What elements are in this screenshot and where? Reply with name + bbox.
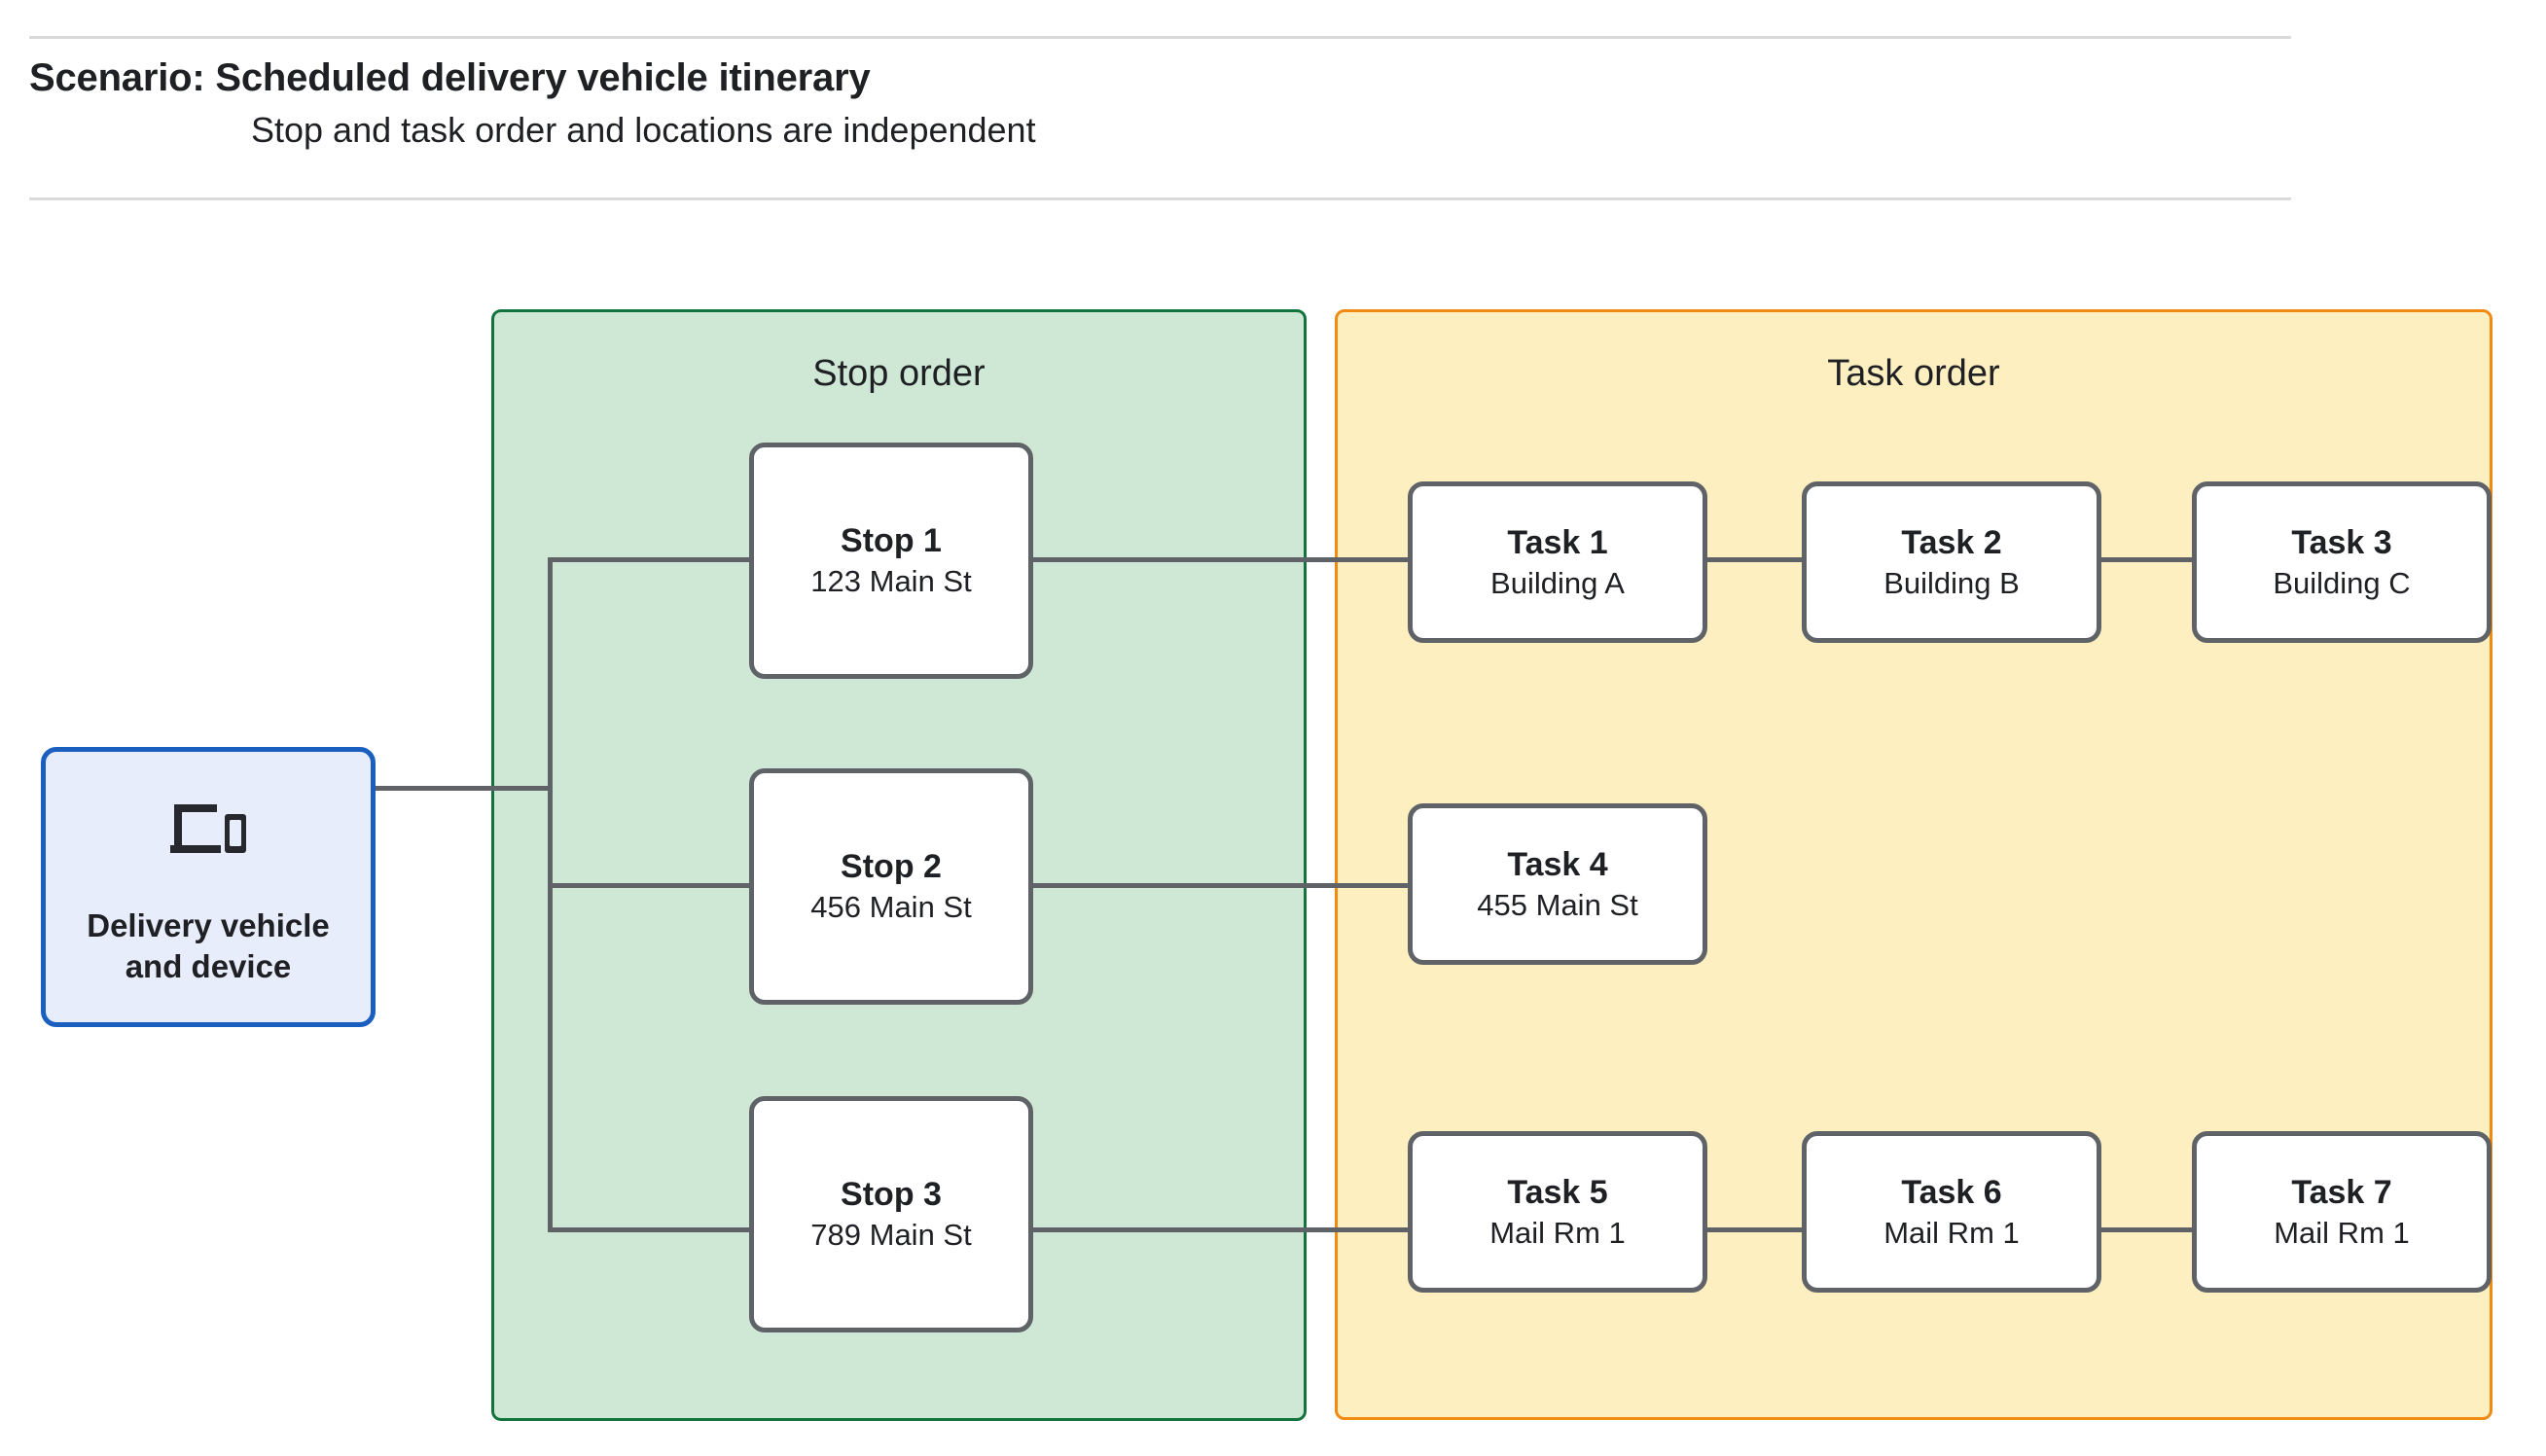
connector-trunk-to-stop-1 bbox=[548, 557, 754, 562]
node-stop-1[interactable]: Stop 1 123 Main St bbox=[749, 443, 1033, 679]
connector-trunk-to-stop-2 bbox=[548, 883, 754, 888]
connector-stop-3-to-task-5 bbox=[1028, 1227, 1413, 1232]
node-task-3[interactable]: Task 3 Building C bbox=[2192, 481, 2492, 643]
node-task-6-title: Task 6 bbox=[1901, 1173, 2002, 1211]
node-stop-2[interactable]: Stop 2 456 Main St bbox=[749, 768, 1033, 1005]
vehicle-label-line-2: and device bbox=[125, 948, 292, 985]
node-task-6[interactable]: Task 6 Mail Rm 1 bbox=[1802, 1131, 2101, 1293]
node-task-1[interactable]: Task 1 Building A bbox=[1408, 481, 1707, 643]
node-task-2[interactable]: Task 2 Building B bbox=[1802, 481, 2101, 643]
connector-trunk-to-stop-3 bbox=[548, 1227, 754, 1232]
node-task-7-title: Task 7 bbox=[2291, 1173, 2392, 1211]
node-task-2-title: Task 2 bbox=[1901, 523, 2002, 561]
connector-task-2-to-task-3 bbox=[2097, 557, 2197, 562]
vehicle-label-line-1: Delivery vehicle bbox=[87, 907, 330, 943]
node-stop-3[interactable]: Stop 3 789 Main St bbox=[749, 1096, 1033, 1332]
node-task-1-title: Task 1 bbox=[1507, 523, 1608, 561]
node-task-3-title: Task 3 bbox=[2291, 523, 2392, 561]
node-stop-2-address: 456 Main St bbox=[810, 890, 972, 925]
node-task-5-location: Mail Rm 1 bbox=[1489, 1215, 1626, 1250]
node-task-3-location: Building C bbox=[2273, 565, 2411, 600]
header-rule-bottom bbox=[29, 197, 2291, 200]
node-task-6-location: Mail Rm 1 bbox=[1883, 1215, 2020, 1250]
connector-stop-1-to-task-1 bbox=[1028, 557, 1413, 562]
node-stop-2-title: Stop 2 bbox=[841, 848, 942, 886]
node-task-5[interactable]: Task 5 Mail Rm 1 bbox=[1408, 1131, 1707, 1293]
connector-task-1-to-task-2 bbox=[1703, 557, 1807, 562]
node-stop-1-title: Stop 1 bbox=[841, 522, 942, 560]
node-stop-3-title: Stop 3 bbox=[841, 1176, 942, 1214]
node-task-4[interactable]: Task 4 455 Main St bbox=[1408, 803, 1707, 965]
devices-icon bbox=[170, 804, 246, 853]
node-task-5-title: Task 5 bbox=[1507, 1173, 1608, 1211]
node-delivery-vehicle[interactable]: Delivery vehicle and device bbox=[41, 747, 376, 1027]
group-stop-order-title: Stop order bbox=[812, 353, 986, 394]
connector-vehicle-to-trunk bbox=[376, 786, 553, 791]
node-stop-1-address: 123 Main St bbox=[810, 564, 972, 599]
connector-task-5-to-task-6 bbox=[1703, 1227, 1807, 1232]
node-task-1-location: Building A bbox=[1490, 565, 1625, 600]
connector-task-6-to-task-7 bbox=[2097, 1227, 2197, 1232]
node-task-7[interactable]: Task 7 Mail Rm 1 bbox=[2192, 1131, 2492, 1293]
node-task-4-location: 455 Main St bbox=[1477, 887, 1638, 922]
connector-trunk-vertical bbox=[548, 557, 553, 1232]
page-title: Scenario: Scheduled delivery vehicle iti… bbox=[29, 56, 871, 99]
node-stop-3-address: 789 Main St bbox=[810, 1218, 972, 1253]
page-subtitle: Stop and task order and locations are in… bbox=[251, 110, 1036, 150]
connector-stop-2-to-task-4 bbox=[1028, 883, 1413, 888]
header-rule-top bbox=[29, 36, 2291, 39]
group-task-order-title: Task order bbox=[1827, 353, 2000, 394]
node-task-2-location: Building B bbox=[1883, 565, 2020, 600]
node-task-7-location: Mail Rm 1 bbox=[2274, 1215, 2410, 1250]
node-task-4-title: Task 4 bbox=[1507, 845, 1608, 883]
node-delivery-vehicle-label: Delivery vehicle and device bbox=[87, 906, 330, 987]
